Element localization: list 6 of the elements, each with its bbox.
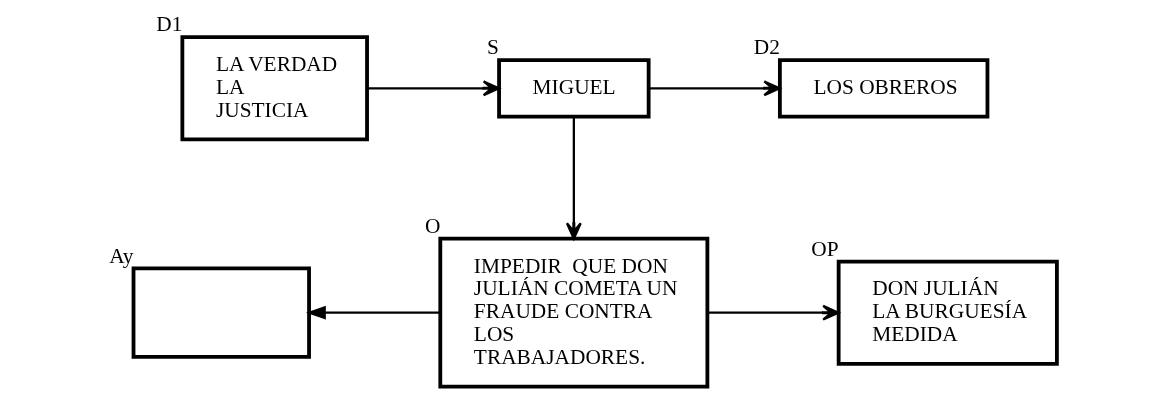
node-label: O xyxy=(424,213,441,238)
node-label: D2 xyxy=(753,35,780,60)
node-label: D1 xyxy=(156,12,183,37)
node-label: OP xyxy=(811,236,839,261)
node-label: Ay xyxy=(109,243,134,268)
node-label: S xyxy=(487,35,499,60)
